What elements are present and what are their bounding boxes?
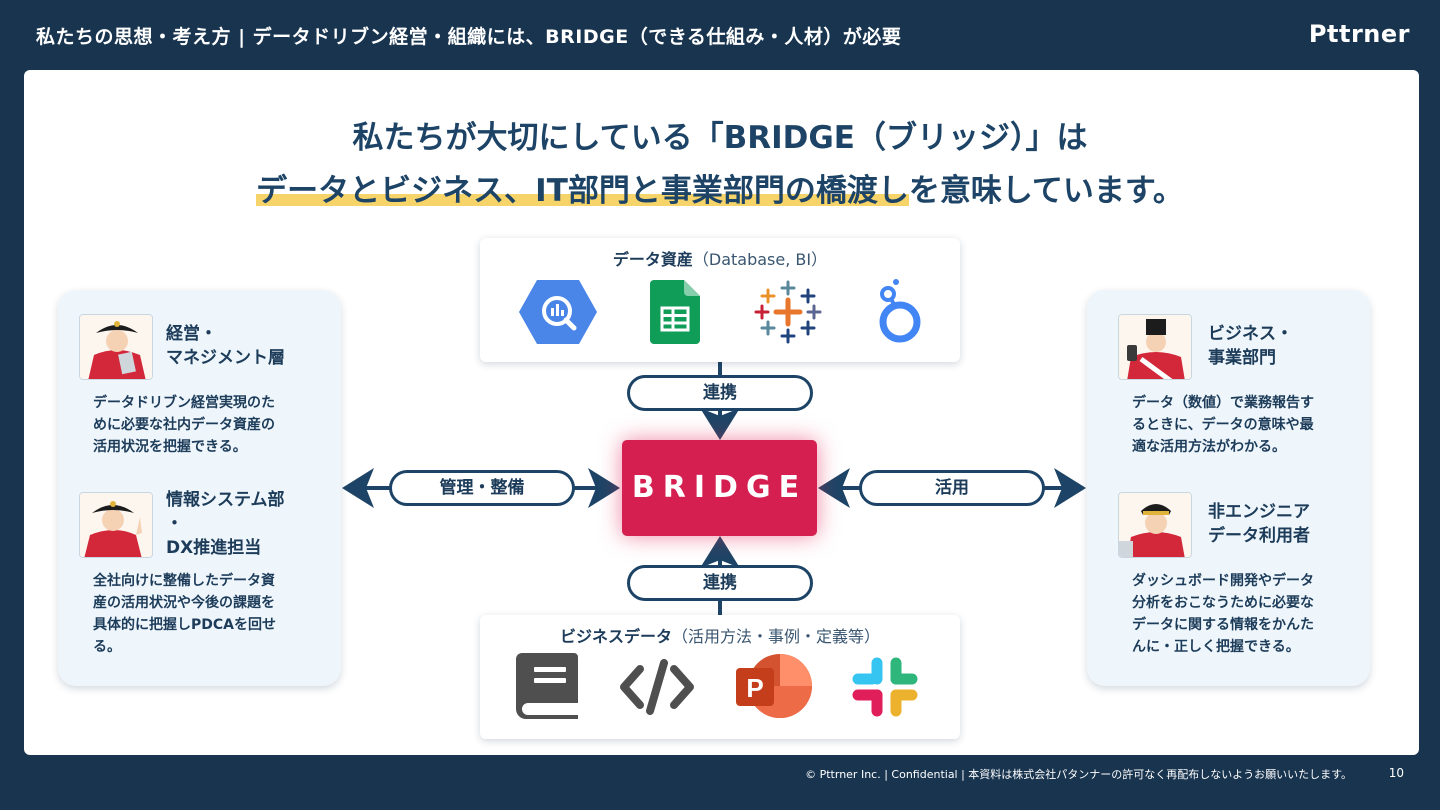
role-title-business-unit: ビジネス・ 事業部門: [1208, 324, 1293, 368]
top-bar: 私たちの思想・考え方 | データドリブン経営・組織には、BRIDGE（できる仕組…: [0, 0, 1440, 70]
role-title-it-department: 情報システム部 ・ DX推進担当: [166, 490, 285, 558]
bridge-box: BRIDGE: [622, 440, 817, 536]
looker-icon: [879, 279, 921, 343]
left-role-panel: 経営・ マネジメント層 データドリブン経営実現のた めに必要な社内データ資産の …: [58, 290, 341, 686]
headline-highlight: データとビジネス、IT部門と事業部門の橋渡し: [256, 173, 909, 209]
manage-pill: 管理・整備: [389, 470, 575, 506]
role-title-executive: 経営・ マネジメント層: [166, 324, 285, 368]
business-data-label: ビジネスデータ（活用方法・事例・定義等）: [559, 627, 881, 646]
role-desc-business-unit: データ（数値）で業務報告す るときに、データの意味や最 適な活用方法がわかる。: [1132, 395, 1314, 455]
data-assets-label: データ資産（Database, BI）: [612, 250, 828, 269]
footer-confidential: © Pttrner Inc. | Confidential | 本資料は株式会社…: [805, 768, 1352, 781]
headline-line-2: データとビジネス、IT部門と事業部門の橋渡しを意味しています。: [0, 165, 1440, 210]
business-unit-avatar: [1118, 314, 1192, 380]
link-pill-bottom: 連携: [627, 565, 813, 601]
book-icon: [516, 653, 578, 719]
role-desc-non-engineer: ダッシュボード開発やデータ 分析をおこなうために必要な データに関する情報をかん…: [1132, 573, 1314, 655]
non-engineer-avatar: [1118, 492, 1192, 558]
powerpoint-icon: P: [736, 654, 812, 718]
headline-line-1: 私たちが大切にしている「BRIDGE（ブリッジ）」は: [352, 120, 1088, 156]
code-icon: [620, 659, 694, 715]
role-desc-it-department: 全社向けに整備したデータ資 産の活用状況や今後の課題を 具体的に把握しPDCAを…: [93, 573, 276, 655]
role-title-non-engineer: 非エンジニア データ利用者: [1208, 502, 1310, 546]
page-title: 私たちの思想・考え方 | データドリブン経営・組織には、BRIDGE（できる仕組…: [36, 26, 902, 48]
tableau-icon: [754, 280, 822, 344]
company-logo: Pttrner: [1308, 20, 1410, 48]
executive-avatar: [79, 314, 153, 380]
role-desc-executive: データドリブン経営実現のた めに必要な社内データ資産の 活用状況を把握できる。: [93, 395, 275, 455]
headline-rest: を意味しています。: [908, 173, 1184, 209]
data-assets-box: データ資産（Database, BI）: [480, 238, 960, 362]
business-data-box: ビジネスデータ（活用方法・事例・定義等） P: [480, 615, 960, 739]
bigquery-icon: [519, 280, 597, 344]
google-sheets-icon: [650, 280, 700, 344]
link-pill-top: 連携: [627, 375, 813, 411]
it-department-avatar: [79, 492, 153, 558]
right-role-panel: ビジネス・ 事業部門 データ（数値）で業務報告す るときに、データの意味や最 適…: [1087, 290, 1370, 686]
utilize-pill: 活用: [859, 470, 1045, 506]
page-number: 10: [1388, 766, 1404, 780]
slack-icon: [852, 657, 918, 717]
svg-text:P: P: [746, 673, 763, 703]
